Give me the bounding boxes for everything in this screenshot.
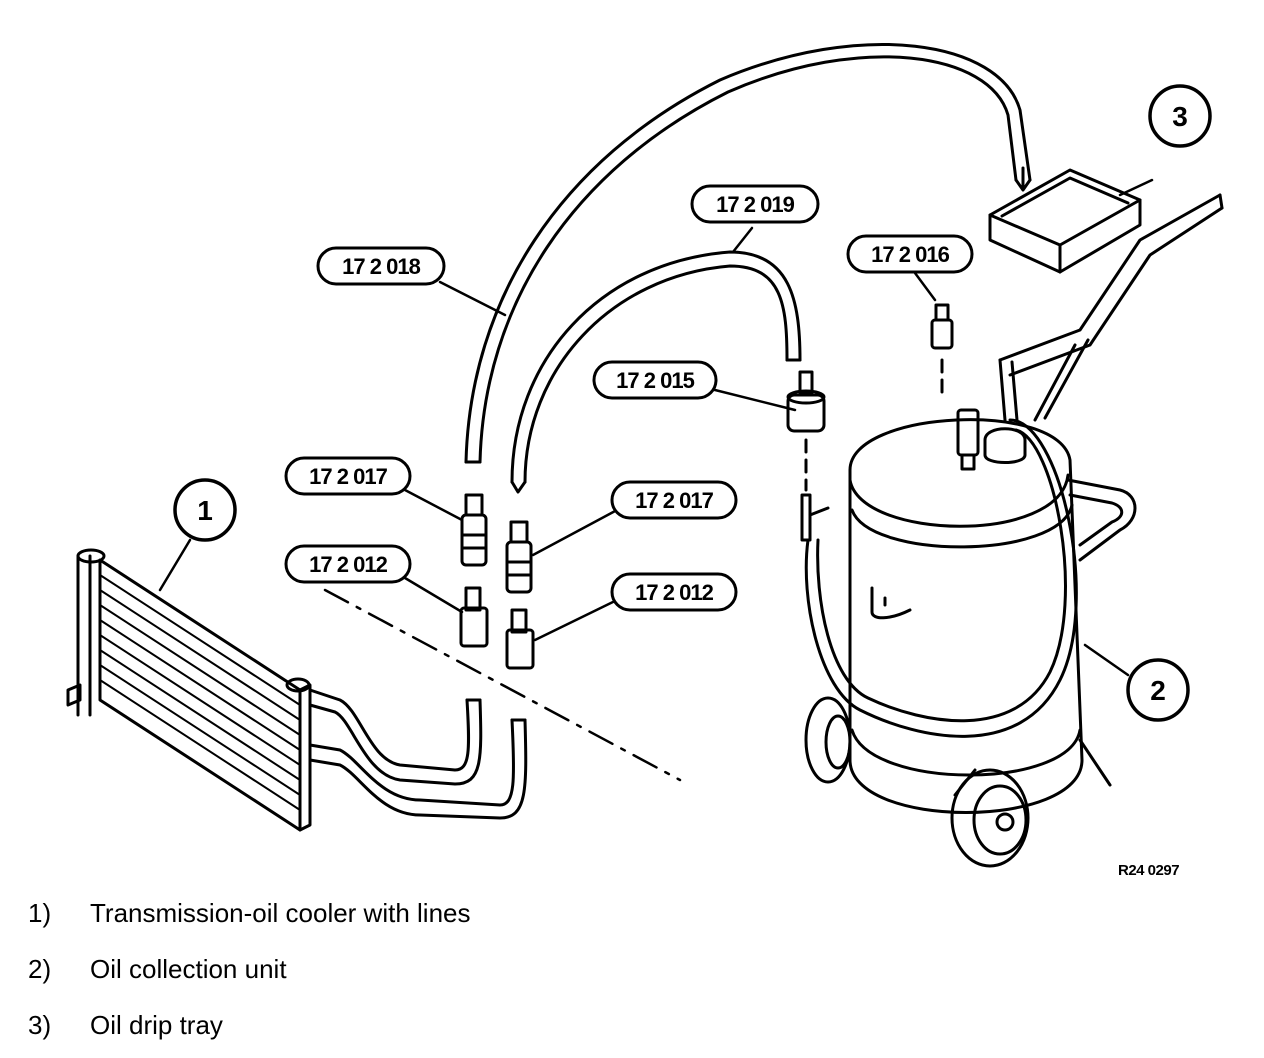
svg-text:17 2 015: 17 2 015 [616,368,694,393]
label-17-2-016: 17 2 016 [846,234,974,274]
label-17-2-017-left: 17 2 017 [284,456,412,496]
figure-reference: R24 0297 [1118,862,1179,879]
svg-text:2: 2 [1150,675,1166,706]
svg-text:17 2 019: 17 2 019 [716,192,794,217]
hose-17-2-019 [510,250,802,494]
svg-text:17 2 012: 17 2 012 [309,552,387,577]
legend-number: 3) [28,1010,52,1040]
adapter-17-2-017-left [460,493,488,567]
hose-17-2-018 [464,42,1032,464]
label-17-2-017-right: 17 2 017 [610,480,738,520]
legend-text: Oil collection unit [90,954,287,984]
svg-text:17 2 012: 17 2 012 [635,580,713,605]
svg-text:17 2 018: 17 2 018 [342,254,420,279]
leader-lines [158,178,1154,677]
legend: 1) Transmission-oil cooler with lines 2)… [0,890,1264,1050]
callout-2: 2 [1126,658,1190,722]
svg-text:3: 3 [1172,101,1188,132]
svg-text:17 2 017: 17 2 017 [309,464,387,489]
adapter-17-2-017-right [505,520,533,594]
svg-text:17 2 016: 17 2 016 [871,242,949,267]
alignment-line [323,588,682,782]
fitting-17-2-015 [786,370,830,542]
oil-collection-unit [804,193,1224,868]
legend-number: 1) [28,898,52,928]
label-17-2-012-left: 17 2 012 [284,544,412,584]
svg-text:17 2 017: 17 2 017 [635,488,713,513]
callout-1: 1 [173,478,237,542]
transmission-oil-cooler [66,548,528,832]
oil-drip-tray [988,168,1142,274]
label-17-2-019: 17 2 019 [690,184,820,224]
valve-17-2-016 [930,303,954,402]
legend-text: Transmission-oil cooler with lines [90,898,471,928]
legend-text: Oil drip tray [90,1010,223,1040]
adapter-17-2-012-right [505,608,535,670]
svg-text:1: 1 [197,495,213,526]
label-17-2-015: 17 2 015 [592,360,718,400]
label-17-2-012-right: 17 2 012 [610,572,738,612]
label-17-2-018: 17 2 018 [316,246,446,286]
legend-number: 2) [28,954,52,984]
service-diagram: 1 2 3 17 2 018 17 2 019 17 2 016 17 2 01… [66,42,1224,879]
callout-3: 3 [1148,84,1212,148]
adapter-17-2-012-left [459,586,489,648]
